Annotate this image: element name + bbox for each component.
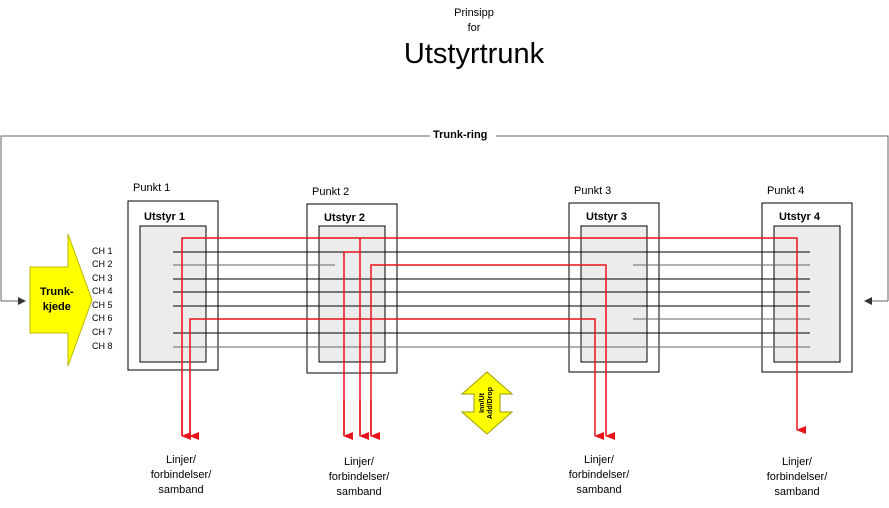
trunk-chain-label-line2: kjede xyxy=(42,301,71,313)
header-pre-line2: for xyxy=(467,22,481,34)
channel-label: CH 5 xyxy=(92,300,113,310)
ring-right-arrowhead xyxy=(864,297,872,305)
punkt-2-label: Punkt 2 xyxy=(312,186,350,198)
output-label-line: forbindelser/ xyxy=(766,471,828,483)
trunk-ring-label: Trunk-ring xyxy=(432,129,489,141)
channel-label: CH 1 xyxy=(92,246,113,256)
utstyr-3-box xyxy=(580,225,648,363)
punkt-1-label: Punkt 1 xyxy=(133,182,171,194)
channel-label: CH 7 xyxy=(92,327,113,337)
ring-left-arrowhead xyxy=(18,297,26,305)
output-label-line: Linjer/ xyxy=(166,454,196,466)
channel-label: CH 6 xyxy=(92,313,113,323)
utstyr-4-box xyxy=(773,225,841,363)
add-drop-double-arrow xyxy=(460,371,514,435)
utstyr-1-label: Utstyr 1 xyxy=(144,211,185,223)
output-label-line: samband xyxy=(774,486,820,498)
trunk-chain-arrow xyxy=(29,233,93,367)
output-label-line: samband xyxy=(336,486,382,498)
red-path-ch1-mid xyxy=(343,251,359,436)
red-path-ch1-long xyxy=(181,237,806,436)
output-label-line: forbindelser/ xyxy=(150,469,212,481)
output-label-line: samband xyxy=(576,484,622,496)
output-label-line: forbindelser/ xyxy=(568,469,630,481)
red-path-ch6 xyxy=(189,318,604,440)
output-label-2: Linjer/ forbindelser/ samband xyxy=(329,455,390,500)
add-drop-label: Inn/Ut Add/Drop xyxy=(479,387,495,419)
channel-lines xyxy=(173,251,810,348)
punkt-3-label: Punkt 3 xyxy=(574,185,612,197)
add-drop-label-line1: Inn/Ut xyxy=(479,393,486,413)
output-label-4: Linjer/ forbindelser/ samband xyxy=(767,455,828,500)
output-label-line: samband xyxy=(158,484,204,496)
trunk-ring xyxy=(0,135,889,305)
punkt-4-label: Punkt 4 xyxy=(767,185,805,197)
channel-label: CH 4 xyxy=(92,286,113,296)
output-label-line: forbindelser/ xyxy=(328,471,390,483)
channel-label: CH 2 xyxy=(92,259,113,269)
utstyr-2-box xyxy=(318,225,386,363)
add-drop-label-line2: Add/Drop xyxy=(487,387,494,419)
utstyr-2-label: Utstyr 2 xyxy=(324,212,365,224)
output-label-line: Linjer/ xyxy=(782,456,812,468)
utstyr-1-box xyxy=(139,225,207,363)
page-title: Utstyrtrunk xyxy=(403,38,545,70)
output-label-3: Linjer/ forbindelser/ samband xyxy=(569,453,630,498)
red-path-ch2-b xyxy=(370,264,615,440)
trunk-chain-label: Trunk- kjede xyxy=(40,285,74,315)
trunk-chain-label-line1: Trunk- xyxy=(40,286,74,298)
output-label-line: Linjer/ xyxy=(584,454,614,466)
output-label-1: Linjer/ forbindelser/ samband xyxy=(151,453,212,498)
utstyr-3-label: Utstyr 3 xyxy=(586,211,627,223)
header-pre-line1: Prinsipp xyxy=(454,7,494,19)
red-connections xyxy=(181,237,806,440)
utstyr-4-label: Utstyr 4 xyxy=(779,211,820,223)
channel-label: CH 8 xyxy=(92,341,113,351)
channel-label: CH 3 xyxy=(92,273,113,283)
output-label-line: Linjer/ xyxy=(344,456,374,468)
